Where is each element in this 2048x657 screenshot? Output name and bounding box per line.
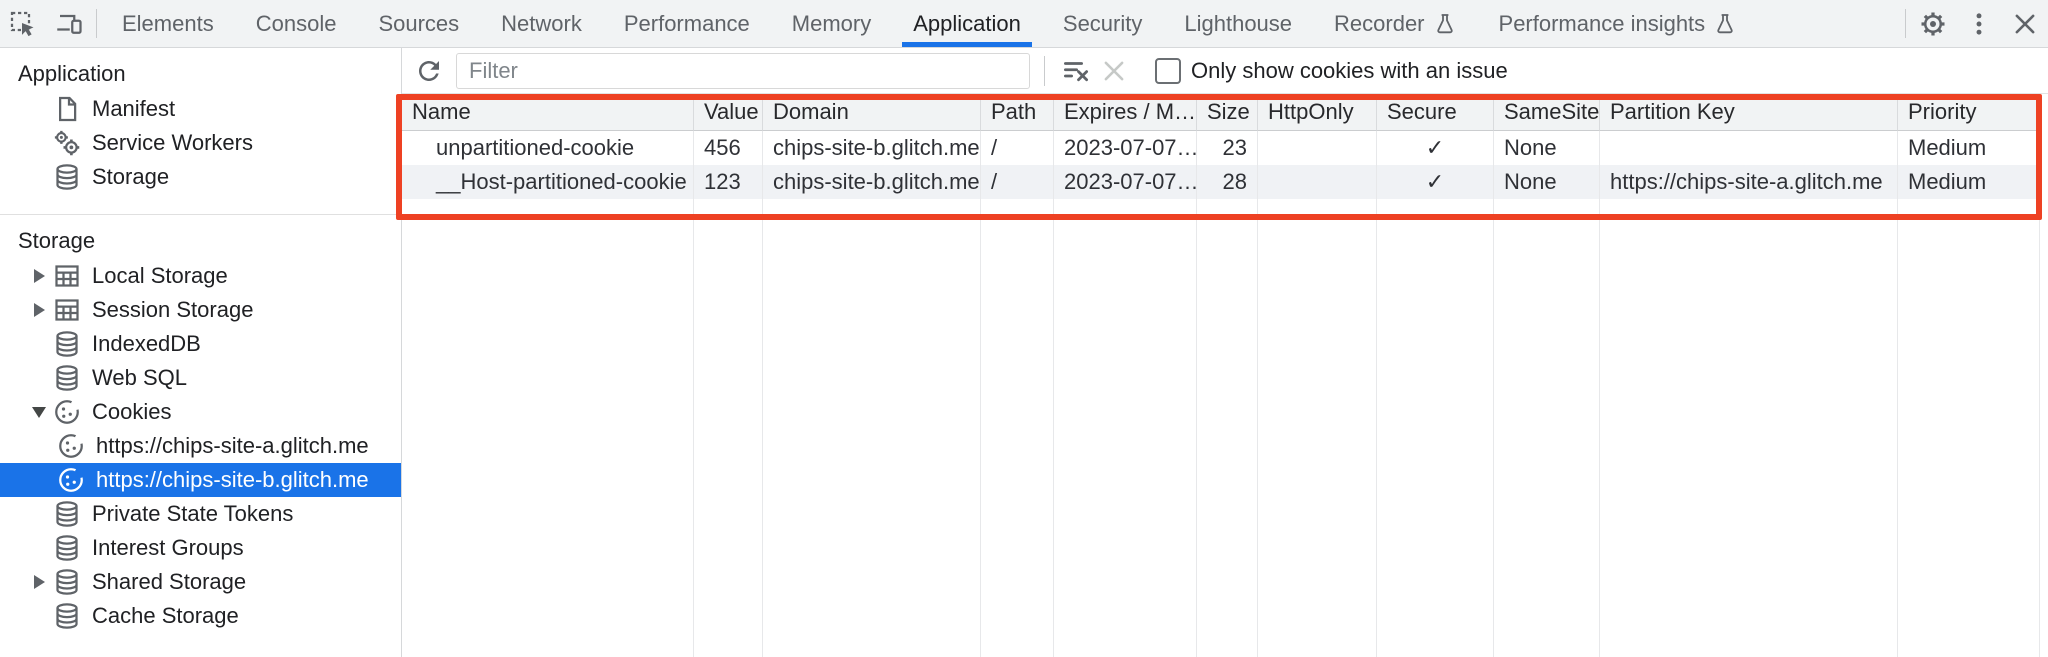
cookies-toolbar: Only show cookies with an issue [402, 48, 2048, 94]
secure-checkmark: ✓ [1377, 131, 1494, 165]
column-header-size[interactable]: Size [1197, 94, 1258, 131]
device-toolbar-icon [54, 9, 84, 39]
chevron-down-icon [32, 406, 46, 418]
more-options-button[interactable] [1956, 0, 2002, 47]
sidebar-section-application: Application Manifest Service Workers Sto… [0, 48, 401, 215]
refresh-icon [414, 56, 444, 86]
only-issues-label: Only show cookies with an issue [1191, 57, 1508, 83]
cookie-table-wrap: Name Value Domain Path Expires / M… Size… [402, 94, 2048, 657]
tab-memory[interactable]: Memory [791, 10, 872, 36]
close-icon [2010, 9, 2040, 39]
tabbar-separator [96, 9, 97, 38]
column-header-name[interactable]: Name [402, 94, 694, 131]
cookie-icon [56, 431, 86, 461]
device-toolbar-button[interactable] [46, 0, 92, 47]
tab-application[interactable]: Application [892, 0, 1042, 47]
column-header-samesite[interactable]: SameSite [1494, 94, 1600, 131]
cookie-table: Name Value Domain Path Expires / M… Size… [402, 94, 2040, 657]
tab-network[interactable]: Network [501, 10, 582, 36]
sidebar-item-cookies-chips-site-a[interactable]: https://chips-site-a.glitch.me [0, 429, 401, 463]
sidebar-item-web-sql[interactable]: Web SQL [0, 361, 401, 395]
column-header-secure[interactable]: Secure [1377, 94, 1494, 131]
sidebar-item-indexeddb[interactable]: IndexedDB [0, 327, 401, 361]
tab-sources[interactable]: Sources [378, 10, 460, 36]
service-workers-icon [52, 128, 82, 158]
column-header-domain[interactable]: Domain [763, 94, 981, 131]
delete-selected-button[interactable] [1095, 52, 1133, 90]
tab-elements[interactable]: Elements [122, 10, 214, 36]
column-header-value[interactable]: Value [694, 94, 763, 131]
document-icon [52, 94, 82, 124]
column-header-priority[interactable]: Priority [1898, 94, 2040, 131]
database-icon [52, 329, 82, 359]
sidebar-item-cache-storage[interactable]: Cache Storage [0, 599, 401, 633]
table-icon [52, 261, 82, 291]
tabbar-right-controls [1901, 0, 2048, 47]
section-title-storage: Storage [18, 228, 96, 253]
sidebar-item-manifest[interactable]: Manifest [0, 92, 401, 126]
inspect-icon [8, 9, 38, 39]
settings-button[interactable] [1910, 0, 1956, 47]
tab-performance[interactable]: Performance [623, 10, 750, 36]
sidebar-item-service-workers[interactable]: Service Workers [0, 126, 401, 160]
column-header-httponly[interactable]: HttpOnly [1258, 94, 1377, 131]
tab-performance-insights[interactable]: Performance insights [1478, 0, 1759, 47]
table-icon [52, 295, 82, 325]
clear-filter-button[interactable] [1057, 52, 1095, 90]
database-icon [52, 363, 82, 393]
sidebar-item-private-state-tokens[interactable]: Private State Tokens [0, 497, 401, 531]
column-header-partition-key[interactable]: Partition Key [1600, 94, 1898, 131]
chevron-right-icon [33, 269, 45, 283]
tab-recorder[interactable]: Recorder [1313, 0, 1477, 47]
sidebar-section-storage: Storage Local Storage Session Storage In… [0, 215, 401, 633]
chevron-right-icon [33, 575, 45, 589]
sidebar-item-cookies[interactable]: Cookies [0, 395, 401, 429]
column-header-expires[interactable]: Expires / M… [1054, 94, 1197, 131]
database-icon [52, 601, 82, 631]
devtools-tabbar: Elements Console Sources Network Perform… [0, 0, 2048, 48]
gear-icon [1918, 9, 1948, 39]
inspect-element-button[interactable] [0, 0, 46, 47]
experiment-flask-icon [1713, 12, 1737, 36]
database-icon [52, 162, 82, 192]
database-icon [52, 499, 82, 529]
cookies-panel: Only show cookies with an issue Name Val… [402, 48, 2048, 657]
experiment-flask-icon [1433, 12, 1457, 36]
tab-lighthouse[interactable]: Lighthouse [1184, 10, 1293, 36]
close-icon [1099, 56, 1129, 86]
cookie-icon [52, 397, 82, 427]
cookie-icon [56, 465, 86, 495]
clear-filter-icon [1061, 56, 1091, 86]
tabbar-separator [1905, 9, 1906, 38]
sidebar-item-storage[interactable]: Storage [0, 160, 401, 194]
only-issues-checkbox[interactable] [1155, 57, 1181, 84]
close-devtools-button[interactable] [2002, 0, 2048, 47]
database-icon [52, 533, 82, 563]
sidebar-item-shared-storage[interactable]: Shared Storage [0, 565, 401, 599]
sidebar-item-cookies-chips-site-b[interactable]: https://chips-site-b.glitch.me [0, 463, 401, 497]
secure-checkmark: ✓ [1377, 165, 1494, 199]
section-title-application: Application [18, 61, 126, 86]
tab-security[interactable]: Security [1062, 10, 1143, 36]
refresh-button[interactable] [410, 52, 448, 90]
kebab-menu-icon [1965, 10, 1993, 38]
chevron-right-icon [33, 303, 45, 317]
sidebar-item-session-storage[interactable]: Session Storage [0, 293, 401, 327]
sidebar-item-interest-groups[interactable]: Interest Groups [0, 531, 401, 565]
column-header-path[interactable]: Path [981, 94, 1054, 131]
sidebar-item-local-storage[interactable]: Local Storage [0, 259, 401, 293]
database-icon [52, 567, 82, 597]
filter-input[interactable] [456, 52, 1030, 89]
tab-console[interactable]: Console [255, 10, 337, 36]
toolbar-separator [1044, 55, 1045, 86]
application-sidebar: Application Manifest Service Workers Sto… [0, 48, 402, 657]
